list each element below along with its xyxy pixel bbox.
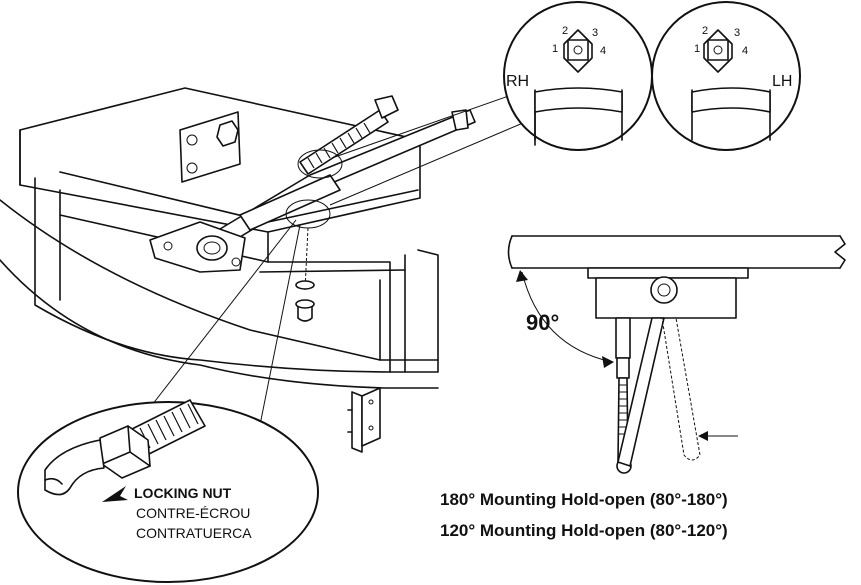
locking-nut-french: CONTRE-ÉCROU <box>136 505 250 521</box>
angle-label: 90° <box>526 310 559 335</box>
locking-nut-inset: LOCKING NUT CONTRE-ÉCROU CONTRATUERCA <box>17 399 319 583</box>
closer-arm-assembly <box>149 91 531 526</box>
lh-dial-inset: LH 1 2 3 4 <box>651 1 801 151</box>
mounting-note-180: 180° Mounting Hold-open (80°-180°) <box>440 490 728 509</box>
locking-nut-title: LOCKING NUT <box>134 485 232 501</box>
dial-number: 2 <box>702 25 708 37</box>
dial-number: 4 <box>742 45 748 57</box>
mounting-notes: 180° Mounting Hold-open (80°-180°) 120° … <box>440 490 728 540</box>
door-frame-assembly <box>0 87 439 453</box>
dial-number: 2 <box>562 25 568 37</box>
locking-nut-spanish: CONTRATUERCA <box>136 525 252 541</box>
dial-number: 3 <box>734 27 740 39</box>
dial-number: 1 <box>694 43 700 55</box>
dial-number: 1 <box>552 43 558 55</box>
rh-dial-inset: RH 1 2 3 4 <box>503 1 653 151</box>
rh-label: RH <box>506 73 529 90</box>
dial-number: 4 <box>600 45 606 57</box>
mounting-note-120: 120° Mounting Hold-open (80°-120°) <box>440 521 728 540</box>
side-view-90-degree: 90° <box>507 235 846 474</box>
dial-number: 3 <box>592 27 598 39</box>
lh-label: LH <box>772 73 792 90</box>
